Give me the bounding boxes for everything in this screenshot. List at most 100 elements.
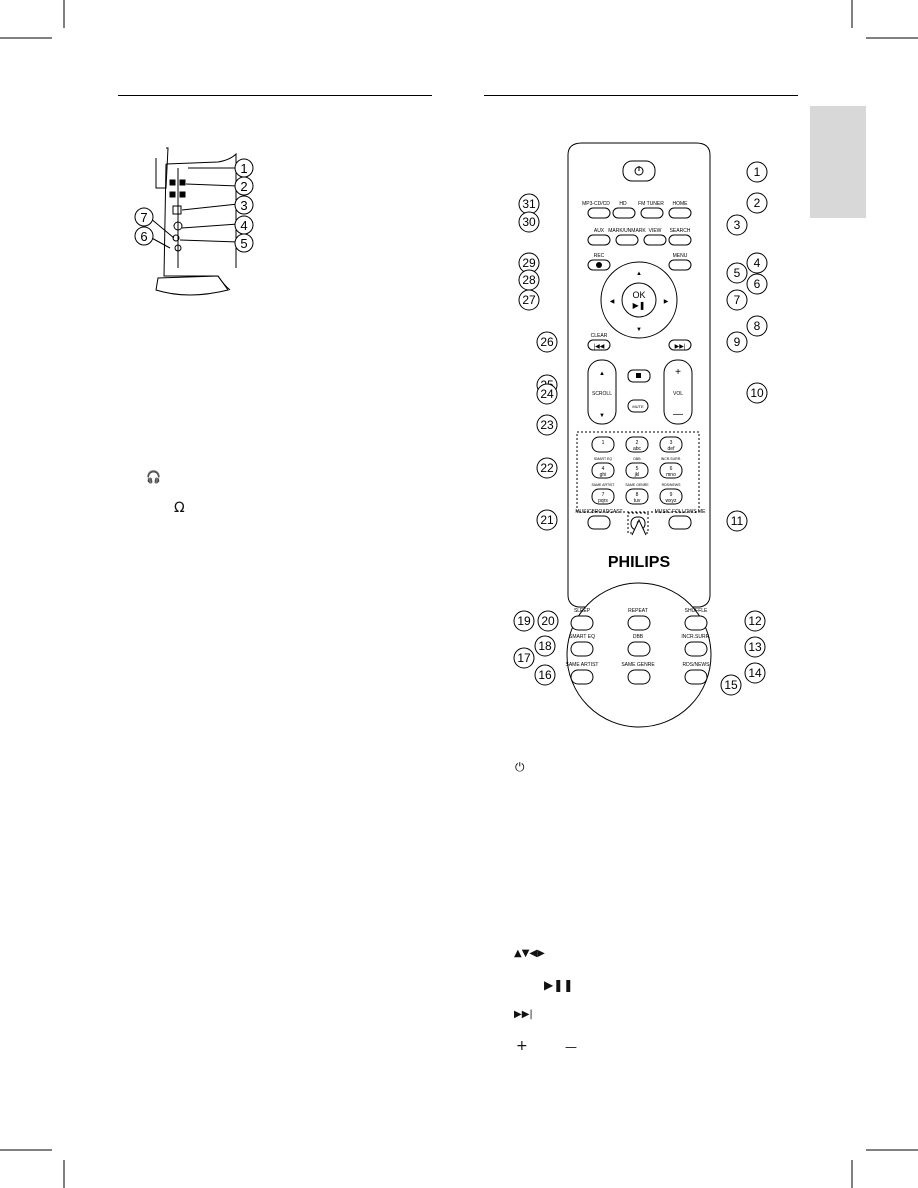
btn-label-search: SEARCH bbox=[670, 228, 691, 234]
svg-text:▶▶|: ▶▶| bbox=[675, 344, 686, 350]
btn-label-hd: HD bbox=[619, 201, 627, 207]
side-panel-illustration bbox=[147, 147, 239, 296]
callout-16: 16 bbox=[538, 668, 552, 682]
key-4-label: SMART EQ bbox=[594, 457, 612, 461]
callout-3: 3 bbox=[734, 218, 741, 232]
btn-label-rec: REC bbox=[594, 253, 605, 259]
zoom-label-rds-news: RDS/NEWS bbox=[683, 662, 711, 668]
remote-callouts-left: 31 30 29 28 27 26 25 24 23 22 21 bbox=[518, 193, 558, 531]
headphone-icon: 🎧 bbox=[146, 470, 161, 484]
key-9-label: RDS/NEWS bbox=[662, 483, 682, 487]
btn-label-mute: MUTE bbox=[632, 404, 644, 409]
zoom-label-same-genre: SAME GENRE bbox=[621, 662, 655, 668]
key-7-label: SAME ARTIST bbox=[591, 483, 615, 487]
svg-text:—: — bbox=[673, 409, 683, 420]
callout-14: 14 bbox=[748, 666, 762, 680]
key-5-letters: jkl bbox=[634, 472, 640, 478]
callout-21: 21 bbox=[540, 513, 554, 527]
key-3-letters: def bbox=[668, 446, 676, 452]
side-panel-callouts: 1 2 3 4 5 7 6 bbox=[134, 158, 254, 253]
key-3-num: 3 bbox=[670, 440, 673, 446]
btn-label-fm-tuner: FM TUNER bbox=[638, 201, 664, 207]
svg-text:+: + bbox=[675, 367, 681, 378]
key-7-letters: pqrs bbox=[598, 498, 608, 504]
header-rule-left bbox=[118, 95, 432, 96]
callout-31: 31 bbox=[522, 197, 536, 211]
svg-text:◀: ◀ bbox=[610, 299, 615, 305]
key-2-letters: abc bbox=[633, 446, 642, 452]
callout-17: 17 bbox=[517, 651, 531, 665]
svg-text:▲: ▲ bbox=[636, 271, 642, 277]
callout-8: 8 bbox=[754, 319, 761, 333]
callout-2: 2 bbox=[754, 196, 761, 210]
btn-label-ok: OK bbox=[632, 290, 645, 300]
btn-label-mp3cd: MP3-CD/CD bbox=[582, 201, 610, 207]
key-8-num: 8 bbox=[636, 492, 639, 498]
callout-23: 23 bbox=[540, 418, 554, 432]
callout-6: 6 bbox=[754, 277, 761, 291]
key-4-letters: ghi bbox=[600, 472, 607, 478]
callout-20: 20 bbox=[541, 614, 555, 628]
ohm-symbol: Ω bbox=[174, 500, 185, 516]
callout-4: 4 bbox=[754, 256, 761, 270]
callout-27: 27 bbox=[522, 293, 536, 307]
key-9-letters: wxyz bbox=[665, 498, 677, 504]
minus-icon: — bbox=[565, 1040, 577, 1054]
callout-13: 13 bbox=[748, 640, 762, 654]
key-4-num: 4 bbox=[602, 466, 605, 472]
callout-30: 30 bbox=[522, 215, 536, 229]
key-8-letters: tuv bbox=[634, 498, 641, 504]
callout-11: 11 bbox=[731, 514, 744, 528]
callout-28: 28 bbox=[522, 273, 536, 287]
callout-10: 10 bbox=[750, 386, 764, 400]
callout-22: 22 bbox=[540, 461, 554, 475]
callout-19: 19 bbox=[517, 614, 531, 628]
language-tab bbox=[810, 106, 866, 218]
svg-text:|◀◀: |◀◀ bbox=[594, 344, 605, 350]
side-callout-5: 5 bbox=[240, 236, 247, 251]
brand-logo: PHILIPS bbox=[608, 554, 671, 571]
callout-5: 5 bbox=[734, 266, 741, 280]
play-pause-icon: ▶❚❚ bbox=[544, 978, 574, 992]
btn-label-scroll: SCROLL bbox=[592, 391, 612, 397]
svg-text:▲: ▲ bbox=[599, 371, 605, 377]
zoom-label-repeat: REPEAT bbox=[628, 608, 648, 614]
btn-label-view: VIEW bbox=[649, 228, 662, 234]
side-callout-6: 6 bbox=[140, 229, 147, 244]
btn-label-clear: CLEAR bbox=[591, 333, 608, 339]
key-9-num: 9 bbox=[670, 492, 673, 498]
key-5-label: DBB bbox=[633, 457, 641, 461]
side-callout-4: 4 bbox=[240, 218, 247, 233]
key-5-num: 5 bbox=[636, 466, 639, 472]
next-track-icon: ▶▶| bbox=[514, 1009, 533, 1020]
callout-7: 7 bbox=[734, 293, 741, 307]
key-6-label: INCR.SURR. bbox=[661, 457, 681, 461]
side-callout-2: 2 bbox=[240, 179, 247, 194]
btn-label-vol: VOL bbox=[673, 391, 683, 397]
header-rule-right bbox=[484, 95, 798, 96]
remote-callouts-left-lower: 20 bbox=[537, 610, 559, 632]
callout-15: 15 bbox=[724, 678, 738, 692]
key-6-num: 6 bbox=[670, 466, 673, 472]
btn-label-home: HOME bbox=[673, 201, 689, 207]
zoom-label-smart-eq: SMART EQ bbox=[569, 634, 595, 640]
side-callout-7: 7 bbox=[140, 210, 147, 225]
remote-control-illustration: .b{fill:#fff;stroke:#000;stroke-width:1}… bbox=[566, 142, 712, 728]
zoom-label-incr-surr: INCR.SURR. bbox=[681, 634, 710, 640]
plus-icon: + bbox=[516, 1038, 528, 1054]
callout-18: 18 bbox=[538, 639, 552, 653]
callout-26: 26 bbox=[540, 335, 554, 349]
svg-text:▶: ▶ bbox=[664, 299, 669, 305]
callout-24: 24 bbox=[540, 387, 554, 401]
navigation-arrows-icon: ▲▼◀▶ bbox=[514, 948, 545, 959]
svg-text:▶❚: ▶❚ bbox=[633, 301, 646, 310]
callout-9: 9 bbox=[734, 335, 741, 349]
btn-label-music-broadcast: MUSICBROADCAST bbox=[575, 509, 622, 515]
callout-12: 12 bbox=[748, 614, 762, 628]
remote-callouts-right: 1 2 3 4 5 6 7 8 9 10 11 12 13 14 15 bbox=[720, 161, 768, 696]
btn-label-aux: AUX bbox=[594, 228, 605, 234]
key-7-num: 7 bbox=[602, 492, 605, 498]
key-2-num: 2 bbox=[636, 440, 639, 446]
btn-label-music-follows-me: MUSIC FOLLOWS ME bbox=[655, 509, 707, 515]
callout-1: 1 bbox=[754, 165, 761, 179]
